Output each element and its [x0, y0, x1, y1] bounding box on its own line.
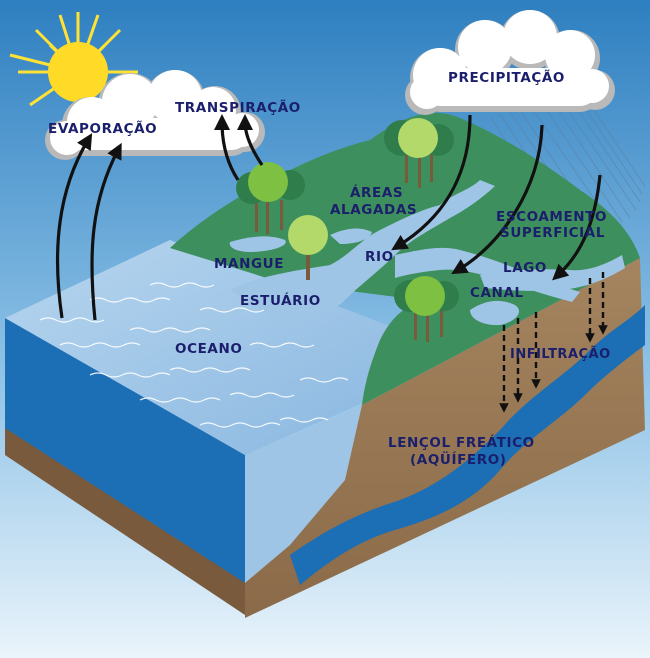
- label-evaporacao: EVAPORAÇÃO: [48, 120, 157, 137]
- evaporation-arrow-2: [90, 142, 122, 321]
- tree-icon: [394, 276, 459, 342]
- evaporation-arrow-1: [55, 133, 93, 319]
- transpiration-arrow-1: [214, 114, 240, 181]
- aquifer: [290, 305, 645, 585]
- label-mangue: MANGUE: [214, 256, 284, 272]
- label-escoamento-line2: SUPERFICIAL: [500, 225, 605, 241]
- arrow-icon: [55, 114, 602, 321]
- precipitation-arrow-1: [391, 114, 472, 251]
- label-areas-alagadas-line1: ÁREAS: [350, 184, 403, 201]
- ocean-front-face: [5, 318, 245, 583]
- ocean-waves: [39, 282, 349, 428]
- label-precipitacao: PRECIPITAÇÃO: [448, 69, 565, 86]
- front-water-band: [245, 405, 362, 583]
- label-canal: CANAL: [470, 285, 524, 301]
- cloud-icon: [405, 10, 615, 115]
- label-oceano: OCEANO: [175, 341, 242, 357]
- precipitation-arrow-2: [451, 124, 544, 275]
- precipitation-arrow-3: [552, 174, 602, 281]
- label-rio: RIO: [365, 249, 394, 265]
- sun-icon: [9, 12, 138, 107]
- label-lencol-freatico-line2: (AQÜÍFERO): [410, 450, 507, 468]
- tree-icon: [288, 215, 328, 280]
- tree-icon: [236, 162, 305, 234]
- label-lago: LAGO: [503, 260, 547, 276]
- transpiration-arrow-2: [237, 114, 264, 166]
- label-estuario: ESTUÁRIO: [240, 292, 321, 309]
- label-escoamento-line1: ESCOAMENTO: [496, 209, 607, 225]
- infiltration-arrows: [499, 272, 608, 413]
- label-infiltracao: INFILTRAÇÃO: [510, 346, 611, 362]
- label-lencol-freatico-line1: LENÇOL FREÁTICO: [388, 434, 535, 451]
- label-areas-alagadas-line2: ALAGADAS: [330, 202, 417, 218]
- tree-icon: [384, 118, 454, 188]
- ocean-bedrock-strip: [5, 425, 245, 615]
- label-transpiracao: TRANSPIRAÇÃO: [175, 99, 301, 116]
